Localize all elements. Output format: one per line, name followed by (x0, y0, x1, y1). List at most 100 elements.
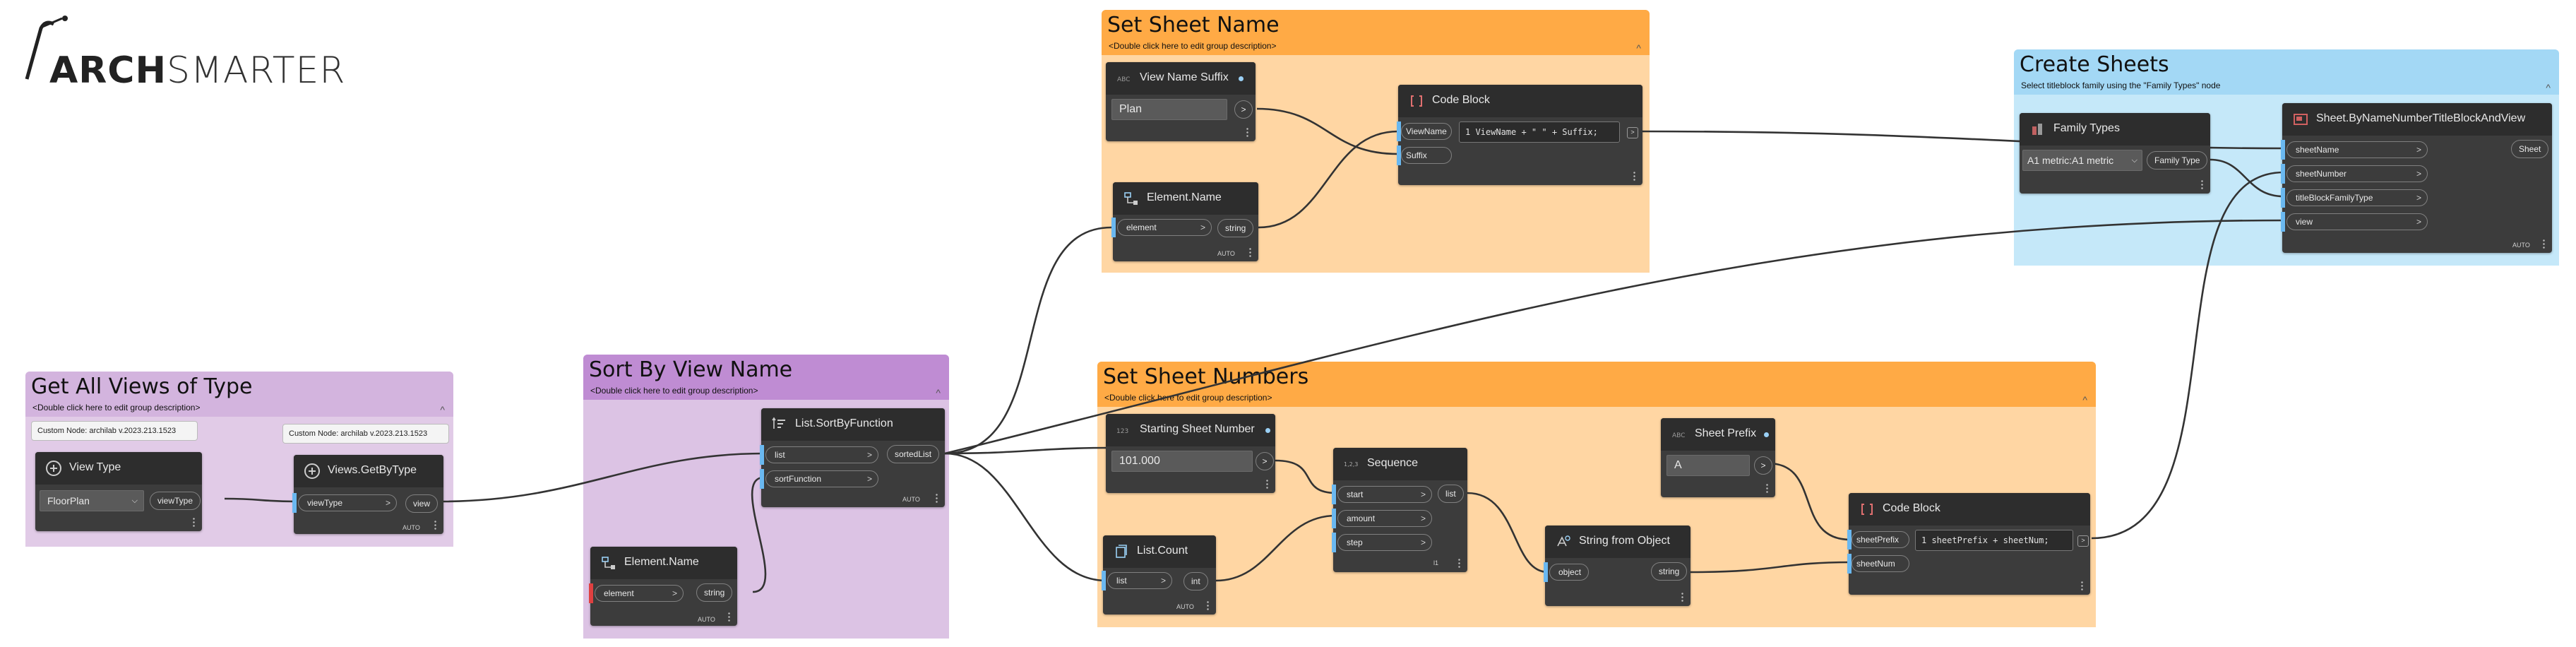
node-menu-handle[interactable] (1458, 558, 1460, 568)
node-header[interactable] (1106, 62, 1256, 95)
input-port-step[interactable]: step> (1337, 534, 1432, 551)
node-header[interactable] (1398, 85, 1642, 117)
node-menu-handle[interactable] (434, 520, 436, 530)
group-description[interactable]: <Double click here to edit group descrip… (1104, 393, 1272, 403)
node-menu-handle[interactable] (1266, 479, 1268, 489)
starting-number-input[interactable]: 101.000 (1111, 451, 1253, 472)
output-port-string[interactable]: string (696, 583, 733, 602)
group-collapse-icon[interactable]: ^ (1636, 42, 1641, 54)
node-list-count[interactable]: List.Count list> int AUTO (1102, 535, 1216, 615)
input-port-object[interactable]: object (1549, 564, 1589, 581)
lacing-label[interactable]: AUTO (1217, 250, 1235, 257)
group-description[interactable]: <Double click here to edit group descrip… (1109, 41, 1277, 51)
lacing-label[interactable]: AUTO (902, 496, 920, 503)
node-views-get-by-type[interactable]: Views.GetByType viewType> view AUTO (292, 455, 443, 534)
group-header[interactable] (1097, 362, 2096, 407)
group-collapse-icon[interactable]: ^ (440, 404, 445, 415)
group-header[interactable] (2014, 49, 2559, 95)
input-port-viewname[interactable]: ViewName (1401, 123, 1452, 140)
input-port-start[interactable]: start> (1337, 486, 1432, 503)
code-editor[interactable]: 1 sheetPrefix + sheetNum; (1915, 530, 2073, 551)
input-port-element[interactable]: element> (595, 585, 684, 602)
node-menu-handle[interactable] (1207, 600, 1209, 610)
node-menu-handle[interactable] (1246, 127, 1248, 137)
node-menu-handle[interactable] (728, 612, 730, 622)
group-header[interactable] (583, 355, 949, 400)
group-collapse-icon[interactable]: ^ (936, 387, 941, 398)
node-menu-handle[interactable] (1681, 592, 1683, 602)
node-sheet-prefix[interactable]: ABC Sheet Prefix A > (1661, 418, 1775, 497)
node-header[interactable] (1333, 448, 1467, 480)
node-header[interactable] (1661, 418, 1775, 451)
output-port[interactable]: > (1754, 456, 1772, 475)
output-port-string[interactable]: string (1217, 219, 1254, 237)
lacing-label[interactable]: AUTO (698, 616, 715, 623)
prefix-input[interactable]: A (1666, 455, 1750, 476)
input-port-sheetnumber[interactable]: sheetNumber> (2286, 165, 2428, 182)
node-header[interactable] (1106, 414, 1275, 446)
lacing-label[interactable]: AUTO (1176, 603, 1194, 610)
node-header[interactable] (2282, 103, 2552, 136)
node-menu-handle[interactable] (1633, 171, 1635, 181)
lacing-label[interactable]: l1 (1433, 559, 1439, 566)
input-port-list[interactable]: list> (765, 446, 878, 463)
lacing-label[interactable]: AUTO (2512, 242, 2530, 249)
lacing-label[interactable]: AUTO (402, 524, 420, 531)
group-collapse-icon[interactable]: ^ (2082, 394, 2087, 405)
group-description[interactable]: Select titleblock family using the "Fami… (2021, 81, 2221, 90)
node-element-name-sort[interactable]: Element.Name element> string AUTO (589, 547, 737, 626)
input-port-view[interactable]: view> (2286, 213, 2428, 230)
output-port-sheet[interactable]: Sheet (2511, 140, 2549, 158)
node-header[interactable] (1103, 535, 1216, 568)
node-string-from-object[interactable]: String from Object object string (1544, 526, 1690, 606)
code-editor[interactable]: 1 ViewName + " " + Suffix; (1459, 121, 1620, 143)
view-type-dropdown[interactable]: FloorPlan ⌵ (40, 490, 144, 511)
input-port-amount[interactable]: amount> (1337, 510, 1432, 527)
node-menu-handle[interactable] (2201, 179, 2203, 189)
node-view-type[interactable]: View Type FloorPlan ⌵ viewType (35, 452, 202, 531)
input-port-titleblockfamilytype[interactable]: titleBlockFamilyType> (2286, 189, 2428, 206)
node-header[interactable] (590, 547, 737, 579)
group-header[interactable] (25, 372, 453, 417)
node-sheet-by-name-number[interactable]: Sheet.ByNameNumberTitleBlockAndView shee… (2281, 103, 2552, 253)
input-port-sheetnum[interactable]: sheetNum (1852, 555, 1909, 572)
input-port-sheetname[interactable]: sheetName> (2286, 141, 2428, 158)
output-port-viewtype[interactable]: viewType (150, 492, 201, 510)
output-port-string[interactable]: string (1651, 562, 1688, 581)
node-menu-handle[interactable] (1249, 247, 1251, 257)
node-starting-sheet-number[interactable]: 123 Starting Sheet Number 101.000 > (1106, 414, 1275, 493)
input-port-list[interactable]: list> (1107, 572, 1172, 589)
group-description[interactable]: <Double click here to edit group descrip… (590, 386, 758, 396)
output-port[interactable]: > (2077, 535, 2089, 547)
node-header[interactable] (1113, 182, 1258, 215)
custom-node-note[interactable]: Custom Node: archilab v.2023.213.1523 (282, 424, 449, 444)
node-header[interactable] (35, 452, 202, 485)
group-header[interactable] (1102, 10, 1650, 55)
node-menu-handle[interactable] (1766, 483, 1768, 493)
family-type-dropdown[interactable]: A1 metric:A1 metric ⌵ (2022, 150, 2142, 171)
input-port-sheetprefix[interactable]: sheetPrefix (1852, 531, 1909, 548)
output-port[interactable]: > (1256, 452, 1274, 470)
input-port-element[interactable]: element> (1117, 219, 1212, 236)
output-port-sortedlist[interactable]: sortedList (887, 445, 940, 463)
node-element-name[interactable]: Element.Name element> string AUTO (1111, 182, 1258, 261)
custom-node-note[interactable]: Custom Node: archilab v.2023.213.1523 (31, 421, 198, 441)
suffix-input[interactable]: Plan (1111, 99, 1227, 120)
input-port-viewtype[interactable]: viewType> (298, 494, 397, 511)
input-port-sortfunction[interactable]: sortFunction> (765, 470, 878, 487)
node-menu-handle[interactable] (2081, 581, 2083, 590)
node-menu-handle[interactable] (193, 517, 195, 527)
output-port-view[interactable]: view (405, 494, 439, 513)
group-description[interactable]: <Double click here to edit group descrip… (32, 403, 201, 412)
output-port-family-type[interactable]: Family Type (2147, 151, 2208, 170)
node-header[interactable] (1545, 526, 1690, 558)
node-menu-handle[interactable] (2543, 239, 2545, 249)
node-list-sort-by-function[interactable]: List.SortByFunction list> sortFunction> … (760, 408, 945, 507)
node-code-block-number[interactable]: Code Block sheetPrefix sheetNum 1 sheetP… (1847, 493, 2090, 595)
node-view-name-suffix[interactable]: ABC View Name Suffix Plan > (1106, 62, 1256, 141)
output-port[interactable]: > (1234, 100, 1253, 119)
node-code-block-name[interactable]: Code Block ViewName Suffix 1 ViewName + … (1397, 85, 1642, 185)
node-family-types[interactable]: Family Types A1 metric:A1 metric ⌵ Famil… (2020, 113, 2210, 194)
node-menu-handle[interactable] (936, 493, 938, 503)
node-sequence[interactable]: 1,2,3 Sequence start> amount> step> list… (1332, 448, 1467, 572)
